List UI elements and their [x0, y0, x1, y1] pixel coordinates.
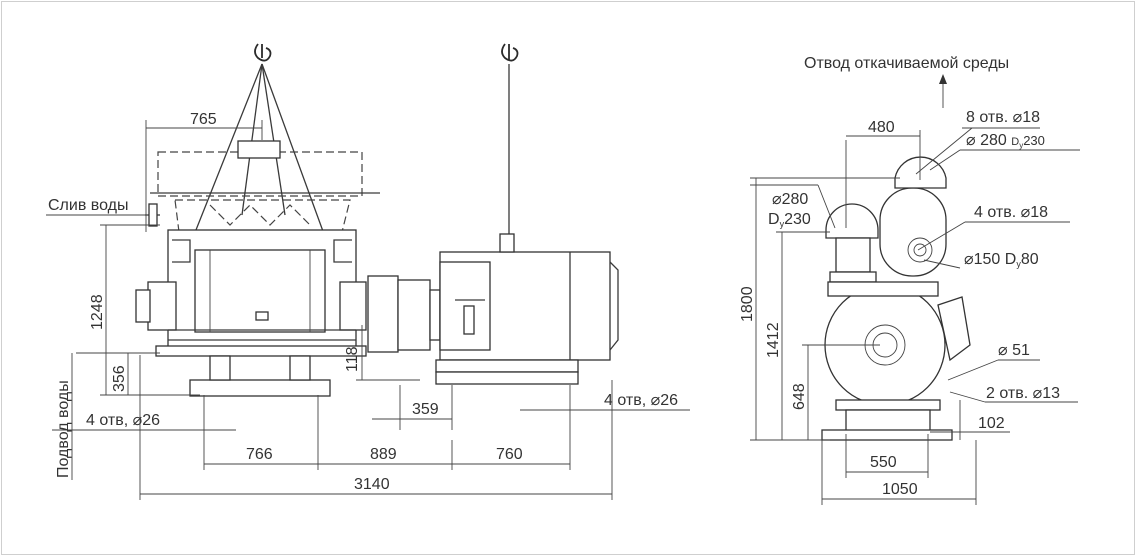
label-holes-13: 2 отв. ⌀13 [986, 385, 1060, 402]
annotations: 765 Слив воды 1248 356 Подвод воды 118 3… [48, 55, 1060, 498]
label-flange-left-dn-val: 230 [784, 211, 811, 228]
dim-760: 760 [496, 446, 523, 463]
label-otvod: Отвод откачиваемой среды [804, 55, 1009, 72]
label-flange-left-dia: ⌀280 [772, 191, 808, 208]
dim-765: 765 [190, 111, 217, 128]
label-flange-mid-sub: y [1016, 259, 1021, 269]
svg-text:⌀150 Dy80: ⌀150 Dy80 [964, 251, 1039, 269]
label-flange-top-dia: ⌀ 280 [966, 132, 1007, 149]
dim-1248: 1248 [89, 294, 106, 330]
end-view [750, 74, 1080, 505]
label-flange-top-holes: 8 отв. ⌀18 [966, 109, 1040, 126]
label-flange-mid: ⌀150 D [964, 251, 1016, 268]
dim-356: 356 [111, 365, 128, 392]
svg-text:Dy230: Dy230 [768, 211, 811, 229]
side-view [46, 43, 690, 500]
hook-right-icon [501, 43, 519, 62]
dim-359: 359 [412, 401, 439, 418]
dim-3140: 3140 [354, 476, 390, 493]
label-sliv: Слив воды [48, 197, 128, 214]
dim-648: 648 [791, 383, 808, 410]
dim-550: 550 [870, 454, 897, 471]
label-flange-mid-val: 80 [1021, 251, 1039, 268]
dim-118: 118 [344, 346, 361, 372]
outlet-arrow-icon [939, 74, 947, 84]
dim-102: 102 [978, 415, 1005, 432]
dim-1412: 1412 [765, 322, 782, 358]
label-flange-left-dn: D [768, 211, 780, 228]
dim-480: 480 [868, 119, 895, 136]
label-flange-top-dn-val: 230 [1023, 133, 1045, 148]
dim-889: 889 [370, 446, 397, 463]
svg-text:⌀ 280 Dy230: ⌀ 280 Dy230 [966, 132, 1045, 150]
label-holes-mid: 4 отв. ⌀18 [974, 204, 1048, 221]
label-flange-top-dn: D [1011, 136, 1019, 148]
dim-1800: 1800 [739, 286, 756, 322]
label-holes-right: 4 отв, ⌀26 [604, 392, 678, 409]
label-d51: ⌀ 51 [998, 342, 1030, 359]
dim-766: 766 [246, 446, 273, 463]
label-holes-left: 4 отв, ⌀26 [86, 412, 160, 429]
label-podvod: Подвод воды [55, 380, 72, 478]
label-flange-top-dn-sub: y [1019, 141, 1023, 150]
dim-1050: 1050 [882, 481, 918, 498]
label-flange-left-dn-sub: y [780, 219, 785, 229]
hook-left-icon [254, 43, 272, 62]
